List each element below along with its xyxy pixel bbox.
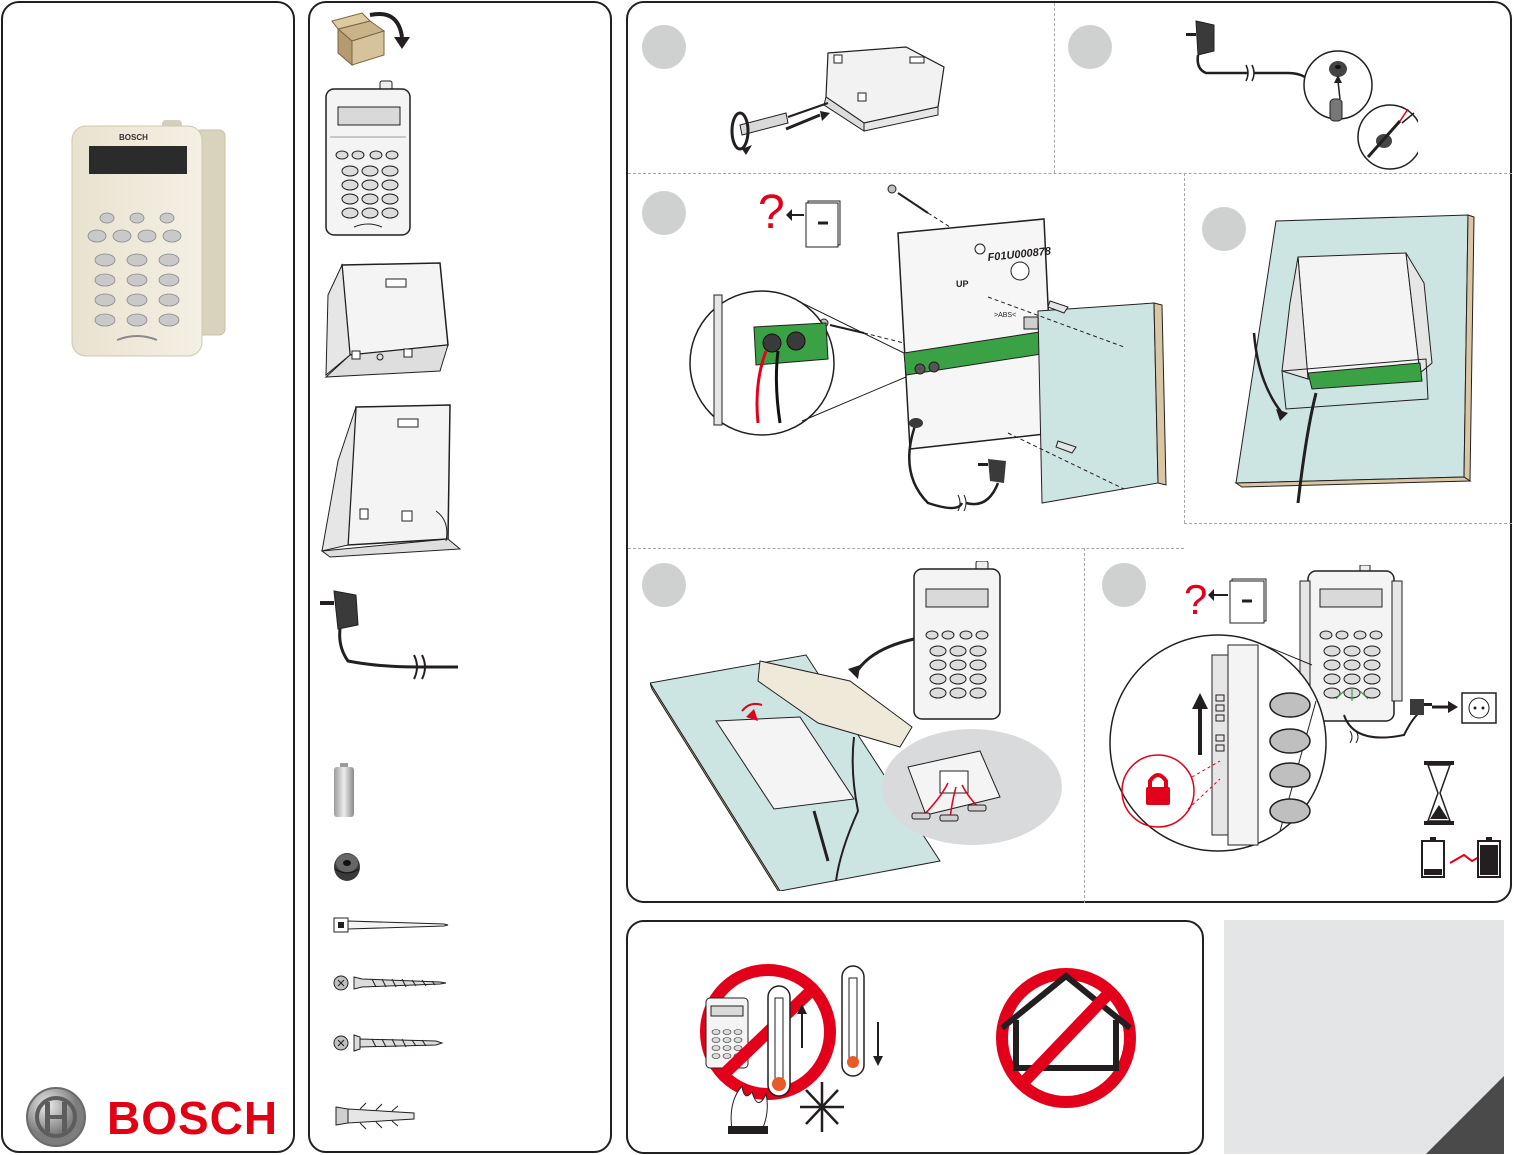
step-1-marker — [642, 25, 686, 69]
screw-icon — [332, 971, 452, 995]
step-2-marker — [1068, 25, 1112, 69]
product-panel: BOSCH BOSCH — [1, 1, 295, 1153]
up-label: UP — [956, 279, 969, 289]
power-outlet-icon — [1462, 693, 1496, 723]
step-5-illustration — [650, 561, 1080, 891]
no-outdoor-icon — [992, 964, 1142, 1114]
anchor-icon — [332, 1099, 422, 1133]
power-adapter-icon — [318, 587, 468, 687]
wall-bracket-icon — [320, 255, 460, 385]
cable-tie-icon — [332, 915, 452, 935]
abs-label: >ABS< — [994, 312, 1016, 319]
installation-steps-panel: ? F01U000878 UP >ABS< — [626, 1, 1512, 903]
step-1-illustration — [724, 27, 984, 163]
desktop-stand-icon — [318, 401, 468, 561]
step-6-illustration — [1104, 565, 1508, 895]
battery-charging-icon — [1422, 837, 1500, 877]
screw-icon — [332, 1031, 452, 1055]
box-unpack-icon — [330, 7, 410, 69]
step-2-illustration — [1168, 13, 1418, 171]
battery-icon — [332, 763, 356, 819]
step-4-illustration — [1226, 213, 1508, 505]
no-extreme-temperature-icon — [686, 962, 956, 1142]
brand-wordmark: BOSCH — [107, 1091, 278, 1145]
screwdriver-icon — [732, 103, 828, 155]
hourglass-icon — [1424, 761, 1454, 825]
parts-list-panel — [308, 1, 612, 1153]
bosch-logo-icon — [25, 1086, 87, 1148]
page-corner-fold-icon — [1426, 1076, 1504, 1154]
keypad-photo: BOSCH — [67, 118, 237, 358]
step-3-illustration: F01U000878 UP >ABS< — [658, 183, 1178, 543]
keypad-icon — [324, 79, 414, 239]
warnings-panel — [626, 920, 1204, 1154]
keypad-brand-label: BOSCH — [119, 133, 148, 142]
grommet-icon — [332, 851, 362, 883]
snowflake-icon — [800, 1082, 844, 1132]
info-box — [1224, 920, 1504, 1154]
